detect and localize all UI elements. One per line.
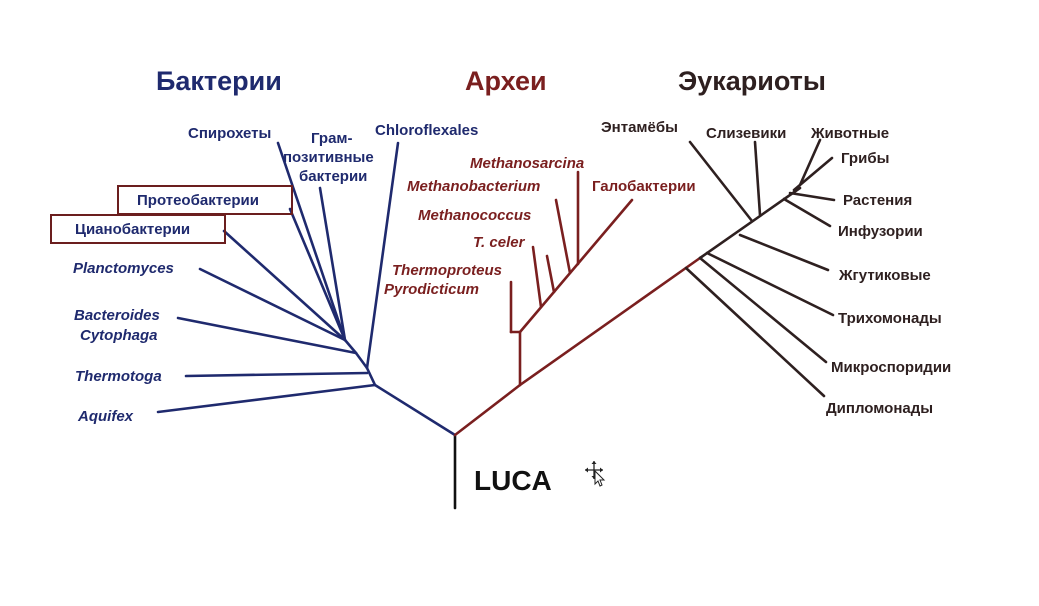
label-cyanobacteria: Цианобактерии — [75, 221, 190, 238]
branch-t-celer — [531, 245, 543, 309]
archaea-crenarchaeota — [518, 198, 634, 334]
branch-methanobacterium — [554, 198, 572, 275]
branch-ciliates — [782, 197, 832, 228]
label-bacteroides: Bacteroides — [74, 307, 160, 324]
label-halobacteria: Галобактерии — [592, 178, 696, 195]
cyanobacteria-highlight-box — [50, 214, 226, 244]
eukaryota-branches — [684, 138, 836, 398]
branch-flagellates — [738, 233, 830, 272]
label-gram-positive-line3: бактерии — [299, 168, 367, 185]
bacteria-branches — [156, 141, 457, 437]
branch-diplomonads — [684, 266, 826, 398]
branch-spirochetes — [276, 141, 347, 342]
branch-proteobacteria — [288, 207, 347, 342]
branch-plants — [788, 191, 836, 202]
branch-slime-molds — [753, 140, 762, 217]
label-flagellates: Жгутиковые — [838, 267, 931, 284]
label-methanococcus: Methanococcus — [418, 207, 531, 224]
archaea-stem-1 — [453, 383, 522, 437]
branch-gram-positive — [318, 186, 347, 342]
domain-title-bacteria: Бактерии — [156, 66, 282, 96]
branch-planctomyces — [198, 267, 347, 342]
label-aquifex: Aquifex — [77, 408, 134, 425]
archaea-to-eukaryota — [518, 256, 702, 387]
label-spirochetes: Спирохеты — [188, 125, 271, 142]
label-planctomyces: Planctomyces — [73, 260, 174, 277]
label-plants: Растения — [843, 192, 912, 209]
label-entamoeba: Энтамёбы — [601, 119, 678, 136]
bacteria-stem-4 — [343, 338, 358, 355]
branch-cyanobacteria — [222, 229, 347, 342]
label-methanosarcina: Methanosarcina — [470, 155, 584, 172]
label-gram-positive-line1: Грам- — [311, 130, 353, 147]
label-slime-molds: Слизевики — [706, 125, 786, 142]
label-ciliates: Инфузории — [838, 223, 923, 240]
label-fungi: Грибы — [841, 150, 889, 167]
label-thermotoga: Thermotoga — [75, 368, 162, 385]
label-pyrodicticum: Pyrodicticum — [384, 281, 479, 298]
domain-title-archaea: Археи — [465, 66, 547, 96]
bacteria-stem-3 — [354, 351, 369, 370]
label-diplomonads: Дипломонады — [826, 400, 933, 417]
branch-microsporidia — [698, 256, 828, 364]
label-t-celer: T. celer — [473, 234, 526, 251]
label-microsporidia: Микроспоридии — [831, 359, 951, 376]
branch-trichomonads — [705, 251, 835, 317]
label-cytophaga: Cytophaga — [80, 327, 158, 344]
label-proteobacteria: Протеобактерии — [137, 192, 259, 209]
label-thermoproteus: Thermoproteus — [392, 262, 502, 279]
branch-aquifex — [156, 383, 377, 414]
branch-thermotoga — [184, 371, 369, 378]
branch-animals — [798, 138, 822, 187]
bacteria-main-stem — [373, 383, 457, 437]
branch-chloroflexales — [365, 141, 400, 370]
domain-title-eukaryota: Эукариоты — [678, 66, 826, 96]
label-chloroflexales: Chloroflexales — [375, 122, 478, 139]
label-trichomonads: Трихомонады — [838, 310, 942, 327]
move-cursor-icon — [585, 461, 606, 487]
bacteria-stem-2 — [365, 366, 377, 387]
branch-methanococcus — [545, 254, 556, 294]
branch-entamoeba — [688, 140, 754, 223]
label-animals: Животные — [810, 125, 889, 142]
branch-bacteroides — [176, 316, 358, 355]
label-luca: LUCA — [474, 465, 552, 496]
archaea-branches — [453, 170, 702, 437]
label-gram-positive-line2: позитивные — [283, 149, 374, 166]
label-methanobacterium: Methanobacterium — [407, 178, 540, 195]
